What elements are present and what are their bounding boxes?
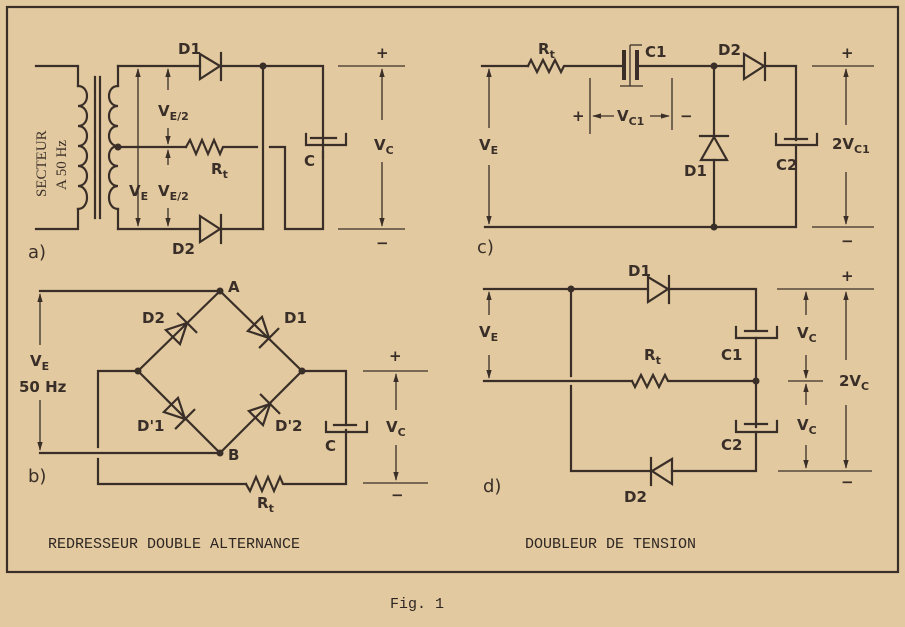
panel-c-output-label: 2VC1 <box>832 135 870 156</box>
panel-b-vc-label: VC <box>386 418 406 439</box>
panel-c-rt-label: Rt <box>538 40 555 61</box>
panel-a-ve-label: VE <box>129 182 148 203</box>
panel-c-voltage-doubler <box>480 44 874 231</box>
panel-b-tag: b) <box>28 466 46 487</box>
diode-d2-prime <box>246 393 281 428</box>
diode-d1-c <box>698 134 730 162</box>
panel-b-d2p-label: D'2 <box>275 417 302 435</box>
resistor-rt-bridge <box>244 428 348 494</box>
panel-b-node-a: A <box>228 278 240 296</box>
panel-d-d1-label: D1 <box>628 262 651 280</box>
panel-b-d1-label: D1 <box>284 309 307 327</box>
resistor-rt <box>184 137 259 157</box>
panel-b-minus: − <box>391 486 404 504</box>
panel-c-minus: − <box>841 232 854 250</box>
panel-b-freq-label: 50 Hz <box>19 378 67 396</box>
panel-d-rt-label: Rt <box>644 346 661 367</box>
panel-a-rt-label: Rt <box>211 160 228 181</box>
capacitor-c2-c <box>774 132 819 147</box>
diode-d1 <box>198 51 223 82</box>
panel-b-d1p-label: D'1 <box>137 417 164 435</box>
panel-a-source-label: SECTEUR <box>34 130 50 197</box>
panel-b-ve-label: VE <box>30 352 49 373</box>
panel-d-plus: + <box>841 267 854 285</box>
panel-a-d2-label: D2 <box>172 240 195 258</box>
panel-d-ve-label: VE <box>479 323 498 344</box>
resistor-rt-c <box>526 57 624 75</box>
resistor-rt-d <box>630 372 758 390</box>
panel-c-tag: c) <box>477 237 494 258</box>
panel-d-output-label: 2VC <box>839 372 869 393</box>
panel-b-plus: + <box>389 347 402 365</box>
panel-c-ve-label: VE <box>479 136 498 157</box>
diode-d2-d <box>649 456 674 487</box>
diode-d2-bridge <box>163 312 198 347</box>
diode-d2-c <box>742 51 767 82</box>
panel-d-c1-label: C1 <box>721 346 742 364</box>
panel-d-vc-top-label: VC <box>797 324 817 345</box>
panel-c-plus: + <box>841 44 854 62</box>
panel-d-d2-label: D2 <box>624 488 647 506</box>
diode-d1-prime <box>161 395 196 430</box>
panel-c-vc1-label: VC1 <box>617 107 644 128</box>
panel-b-node-b: B <box>228 446 239 464</box>
panel-b-bridge-rectifier <box>37 287 428 494</box>
figure-caption: Fig. 1 <box>390 596 444 613</box>
diode-d2 <box>198 213 223 245</box>
panel-d-minus: − <box>841 473 854 491</box>
panel-a-tag: a) <box>28 242 46 263</box>
panel-a-full-wave-transformer <box>34 51 405 245</box>
section-left-title: REDRESSEUR DOUBLE ALTERNANCE <box>48 536 300 553</box>
section-right-title: DOUBLEUR DE TENSION <box>525 536 696 553</box>
primary-coil <box>76 84 89 211</box>
panel-c-c1-label: C1 <box>645 43 666 61</box>
panel-a-source-freq: A 50 Hz <box>54 140 70 190</box>
panel-a-ve-half-top: VE/2 <box>158 102 189 123</box>
diode-d1-bridge <box>245 314 280 349</box>
panel-c-c2-label: C2 <box>776 156 797 174</box>
panel-a-plus: + <box>376 44 389 62</box>
panel-a-vc-label: VC <box>374 136 394 157</box>
panel-d-c2-label: C2 <box>721 436 742 454</box>
diode-d1-d <box>646 274 671 305</box>
capacitor-c1-c <box>620 44 643 87</box>
panel-c-d2-label: D2 <box>718 41 741 59</box>
panel-a-c-label: C <box>304 152 315 170</box>
panel-a-minus: − <box>376 234 389 252</box>
capacitor-c-bridge <box>324 420 369 434</box>
panel-d-tag: d) <box>483 476 501 497</box>
capacitor-c <box>304 132 348 147</box>
panel-d-voltage-doubler <box>482 274 874 487</box>
panel-b-c-label: C <box>325 437 336 455</box>
panel-b-d2-label: D2 <box>142 309 165 327</box>
panel-c-vc1-plus: + <box>572 107 585 125</box>
panel-a-d1-label: D1 <box>178 40 201 58</box>
panel-c-d1-label: D1 <box>684 162 707 180</box>
panel-c-vc1-minus: − <box>680 107 693 125</box>
figure-frame <box>5 5 900 574</box>
panel-a-ve-half-bottom: VE/2 <box>158 182 189 203</box>
panel-d-vc-bottom-label: VC <box>797 416 817 437</box>
panel-b-rt-label: Rt <box>257 494 274 515</box>
